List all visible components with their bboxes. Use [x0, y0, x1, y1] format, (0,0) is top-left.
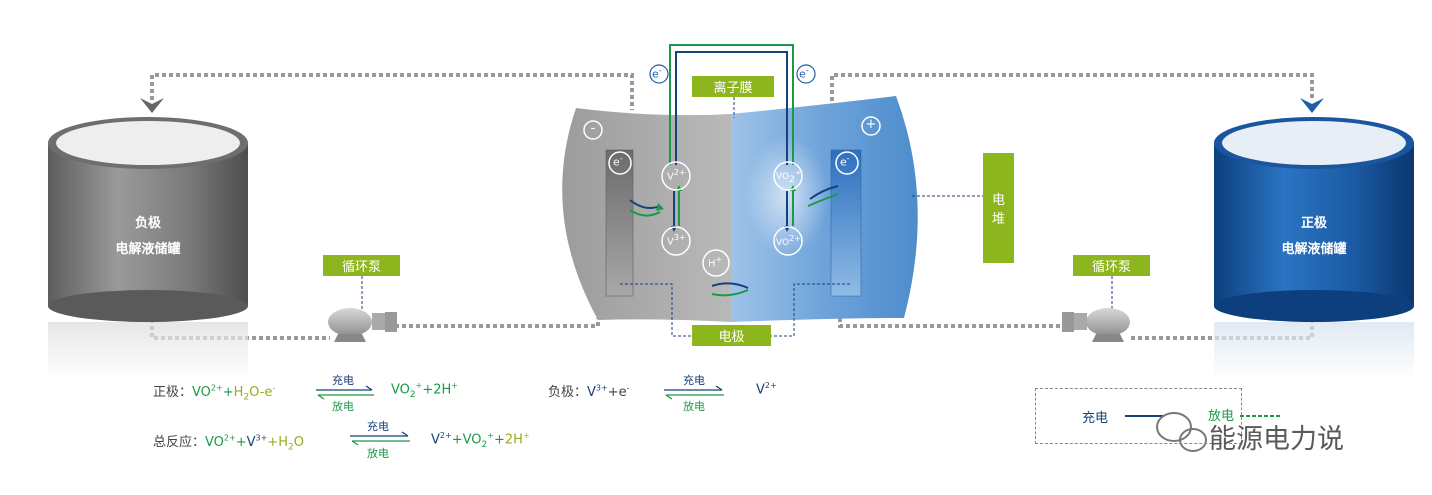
- equation-positive-rhs: VO2++2H+: [391, 381, 458, 400]
- negative-electrode-plate: [605, 149, 634, 297]
- electron-top-right: e-: [799, 66, 809, 81]
- positive-tank-title: 正极: [1300, 216, 1327, 231]
- eq-total-charge: 充电: [367, 420, 389, 433]
- ion-v2: V2+: [667, 168, 686, 183]
- left-pump: [328, 308, 397, 342]
- membrane-label: 离子膜: [692, 76, 774, 97]
- legend-discharge: 放电: [1208, 409, 1235, 424]
- stack-label-1: 电: [991, 193, 1005, 208]
- electron-pos: e-: [840, 154, 850, 169]
- electrode-label: 电极: [692, 325, 771, 346]
- equation-positive: 正极：VO2++H2O-e-: [153, 383, 276, 403]
- pipe-top-left: [150, 73, 634, 110]
- ion-vo2p: VO2+: [776, 168, 802, 185]
- wechat-icon: [1156, 412, 1207, 452]
- eq-neg-charge: 充电: [683, 374, 705, 387]
- stack-label-2: 堆: [991, 212, 1005, 227]
- pipe-bottom-right-b: [838, 318, 1060, 328]
- watermark-text: 能源电力说: [1209, 424, 1344, 455]
- arrow-down-right-icon: [1300, 98, 1324, 113]
- negative-sign: -: [590, 121, 596, 136]
- arrow-down-left-icon: [140, 98, 164, 113]
- positive-electrode-plate: [830, 149, 862, 297]
- circuit-inner: [675, 51, 788, 165]
- eq-pos-discharge: 放电: [332, 400, 354, 413]
- ion-h: H+: [708, 255, 723, 270]
- eq-neg-discharge: 放电: [683, 400, 705, 413]
- negative-tank-title: 负极: [134, 216, 161, 231]
- pipe-top-right: [830, 73, 1314, 108]
- positive-tank-subtitle: 电解液储罐: [1281, 242, 1347, 257]
- ion-v3: V3+: [667, 233, 686, 248]
- ion-vo2: VO2+: [776, 234, 801, 248]
- circuit-outer: [669, 44, 794, 165]
- right-pump: [1062, 308, 1130, 342]
- equation-negative: 负极：V3++e-: [548, 383, 630, 400]
- left-pump-label: 循环泵: [323, 255, 400, 276]
- legend-charge: 充电: [1082, 411, 1109, 426]
- equation-negative-rhs: V2+: [756, 381, 777, 398]
- electron-top-left: e-: [652, 66, 662, 81]
- electron-neg: e-: [613, 154, 623, 169]
- positive-tank: [1214, 117, 1414, 380]
- right-pump-label: 循环泵: [1073, 255, 1150, 276]
- positive-sign: +: [865, 117, 877, 132]
- equation-total-rhs: V2++VO2++2H+: [431, 431, 530, 450]
- negative-tank-subtitle: 电解液储罐: [115, 242, 181, 257]
- stack-label: 电 堆: [983, 153, 1014, 263]
- legend-box: [1035, 388, 1242, 444]
- equation-total: 总反应：VO2++V3++H2O: [153, 433, 304, 453]
- eq-total-discharge: 放电: [367, 447, 389, 460]
- negative-tank: [48, 117, 248, 380]
- pipe-bottom-left-b: [395, 318, 600, 328]
- eq-pos-charge: 充电: [332, 374, 354, 387]
